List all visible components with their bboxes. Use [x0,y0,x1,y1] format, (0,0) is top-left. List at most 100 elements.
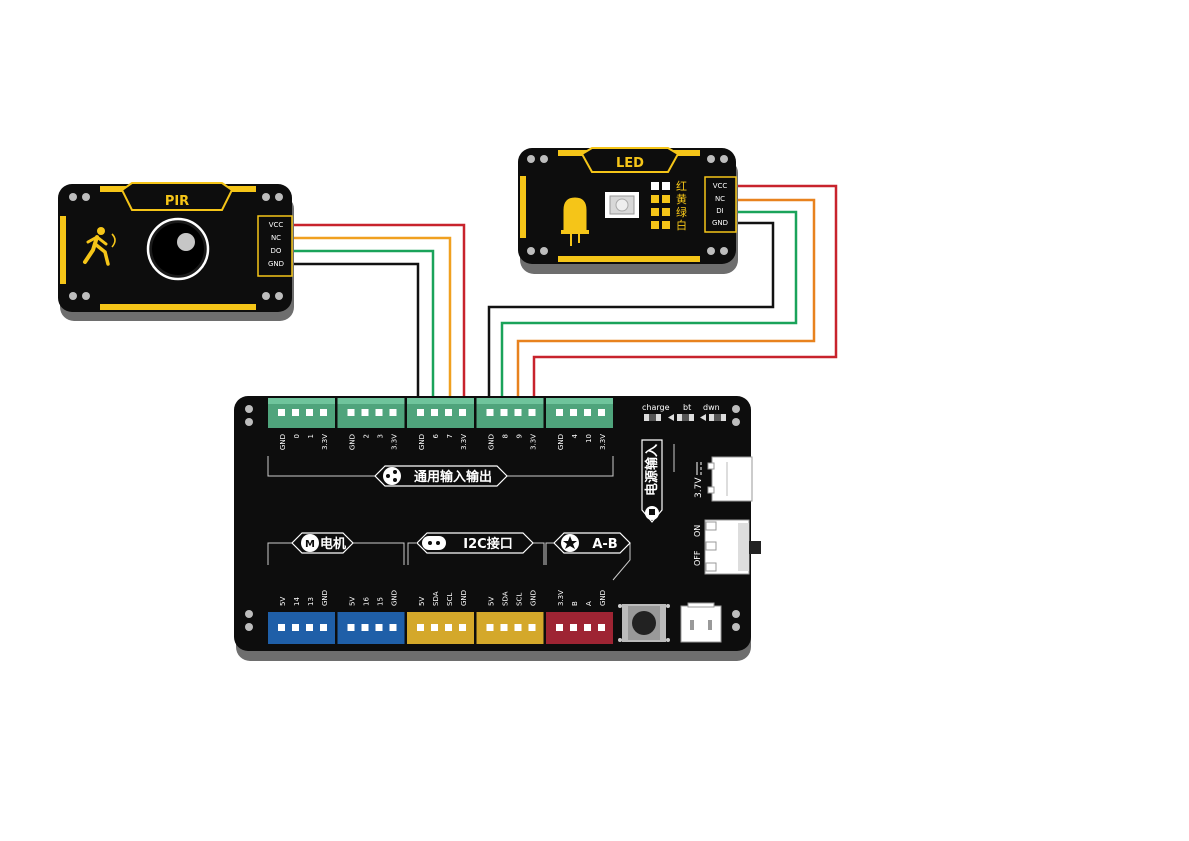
pir-mount-holes [69,193,283,300]
header-pin [361,409,369,416]
bottom-pin-label: GND [530,590,538,606]
header-pin [306,624,313,631]
header-pin [556,624,563,631]
gpio-pin-label: 3 [377,434,385,438]
battery-connector[interactable] [707,456,753,502]
led-pin-panel [704,176,737,233]
led-pin-label: NC [715,195,725,203]
pir-title: PIR [165,194,189,209]
header-pin [459,624,466,631]
gpio-pin-label: GND [279,434,287,450]
status-label-bt: bt [683,403,691,412]
led-title: LED [616,156,644,171]
header-pin [556,409,563,416]
bottom-brackets [267,542,631,581]
bottom-connector[interactable] [680,602,722,643]
running-person-icon [83,227,116,266]
header-pin [584,409,591,416]
bottom-pin-label: SCL [516,593,524,606]
gpio-pin-label: 0 [293,434,301,438]
pir-module: PIR VCC NC DO GND [58,182,294,321]
color-indicator-grid [651,182,670,229]
bottom-pin-label: GND [391,590,399,606]
battery-voltage-label: 3.7V [694,477,704,498]
status-label-charge: charge [642,403,670,412]
header-pin [514,624,522,631]
bottom-pin-label: SCL [446,593,454,606]
led-pin-label: GND [712,219,728,227]
gpio-pin-label: 10 [585,434,593,443]
gpio-pin-label: 2 [363,434,371,438]
bottom-pin-label: GND [321,590,329,606]
pir-pin-label: NC [271,234,281,242]
header-pin [445,409,452,416]
power-switch[interactable] [704,519,761,575]
gpio-pin-label: 3.3V [321,434,329,450]
power-input-label: 电源输入 [644,444,660,496]
switch-off-label: OFF [693,550,702,566]
header-pin [306,409,313,416]
header-pin [570,409,577,416]
header-pin [347,409,355,416]
header-pin [528,409,536,416]
gpio-share-icon [383,467,401,485]
header-pin [459,409,466,416]
header-pin [375,409,383,416]
bottom-pin-label: SDA [432,591,440,606]
header-pin [584,624,591,631]
header-pin [389,409,397,416]
header-pin [445,624,452,631]
led-module: LED 红 黄 绿 白 VCC NC [518,147,738,274]
gpio-pin-label: 3.3V [599,434,607,450]
header-pin [361,624,369,631]
gpio-pin-label: 7 [446,434,454,438]
pir-pin-label: VCC [269,221,284,229]
gpio-header[interactable]: GND 2 3 3.3V [337,398,405,450]
color-label: 绿 [676,205,687,219]
header-pin [375,624,383,631]
header-pin [431,409,438,416]
bottom-pin-label: B [571,601,579,606]
led-pin-label: DI [716,207,723,215]
gpio-pin-label: 3.3V [530,434,538,450]
header-pin [431,624,438,631]
led-title-tab [580,147,680,173]
gpio-header[interactable]: GND 0 1 3.3V [268,398,335,450]
bottom-pin-label: 15 [377,597,385,606]
color-label: 黄 [676,192,687,206]
header-pin [486,624,494,631]
gpio-pin-label: 3.3V [460,434,468,450]
motor-icon [301,534,319,552]
gpio-pin-label: GND [349,434,357,450]
motor-icon-glyph: M [305,539,315,550]
header-pin [500,624,508,631]
dc-symbol-icon [696,462,702,475]
i2c-connector-icon [422,536,446,550]
header-pin [417,624,424,631]
header-pin [292,409,299,416]
status-leds [644,414,726,421]
gpio-pin-label: 1 [307,434,315,438]
reset-button[interactable] [618,604,670,642]
bottom-pin-label: 5V [279,597,287,606]
i2c-label: I2C接口 [463,536,512,552]
pir-pin-label: DO [271,247,282,255]
board-mount-holes [245,405,740,631]
gpio-pin-label: 3.3V [391,434,399,450]
status-label-dwn: dwn [703,403,720,412]
header-pin [528,624,536,631]
led-di-wire [500,210,798,410]
pir-do-wire [290,249,435,410]
